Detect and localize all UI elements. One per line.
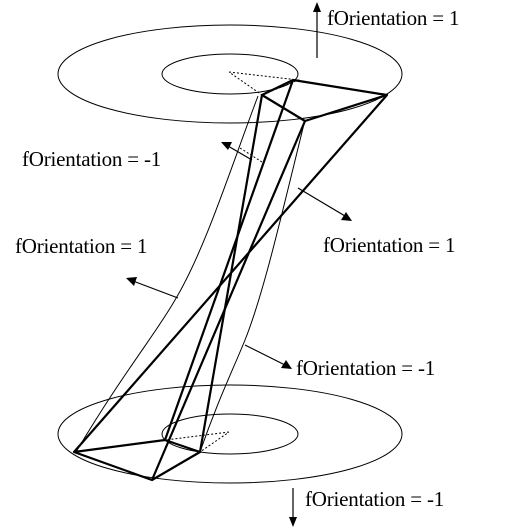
- upper-left-arrow-shaft: [227, 145, 253, 161]
- left-silhouette-curve: [75, 95, 259, 453]
- right-outer-arrow-head: [341, 212, 352, 221]
- top-normal-arrow-head: [313, 2, 321, 12]
- bottom-normal-label: fOrientation = -1: [305, 487, 445, 511]
- top-hidden-lines: [228, 71, 300, 96]
- upper-hidden-diagonal: [239, 147, 263, 163]
- bottom-normal-arrow-head: [289, 517, 297, 527]
- lower-right-inner-label: fOrientation = -1: [296, 356, 436, 380]
- edge-1: [163, 79, 295, 441]
- top-outer-ellipse: [57, 24, 403, 124]
- upper-left-inner-label: fOrientation = -1: [22, 147, 162, 171]
- edge-4: [73, 94, 388, 453]
- right-outer-arrow-shaft: [297, 187, 346, 217]
- right-silhouette-curve: [199, 119, 306, 453]
- bottom-inner-ellipse: [161, 413, 299, 455]
- left-outer-arrow-shaft: [132, 280, 179, 299]
- top-inner-ellipse: [161, 53, 299, 95]
- edge-3: [150, 120, 307, 481]
- left-outer-arrow-head: [126, 277, 137, 286]
- top-normal-label: fOrientation = 1: [327, 6, 460, 30]
- bottom-hidden-lines: [164, 431, 230, 453]
- right-outer-label: fOrientation = 1: [323, 233, 456, 257]
- lower-right-arrow-shaft: [244, 344, 286, 366]
- lower-right-arrow-head: [281, 360, 292, 369]
- left-outer-label: fOrientation = 1: [15, 234, 148, 258]
- upper-left-arrow-head: [221, 142, 232, 150]
- bottom-outer-ellipse: [57, 384, 403, 484]
